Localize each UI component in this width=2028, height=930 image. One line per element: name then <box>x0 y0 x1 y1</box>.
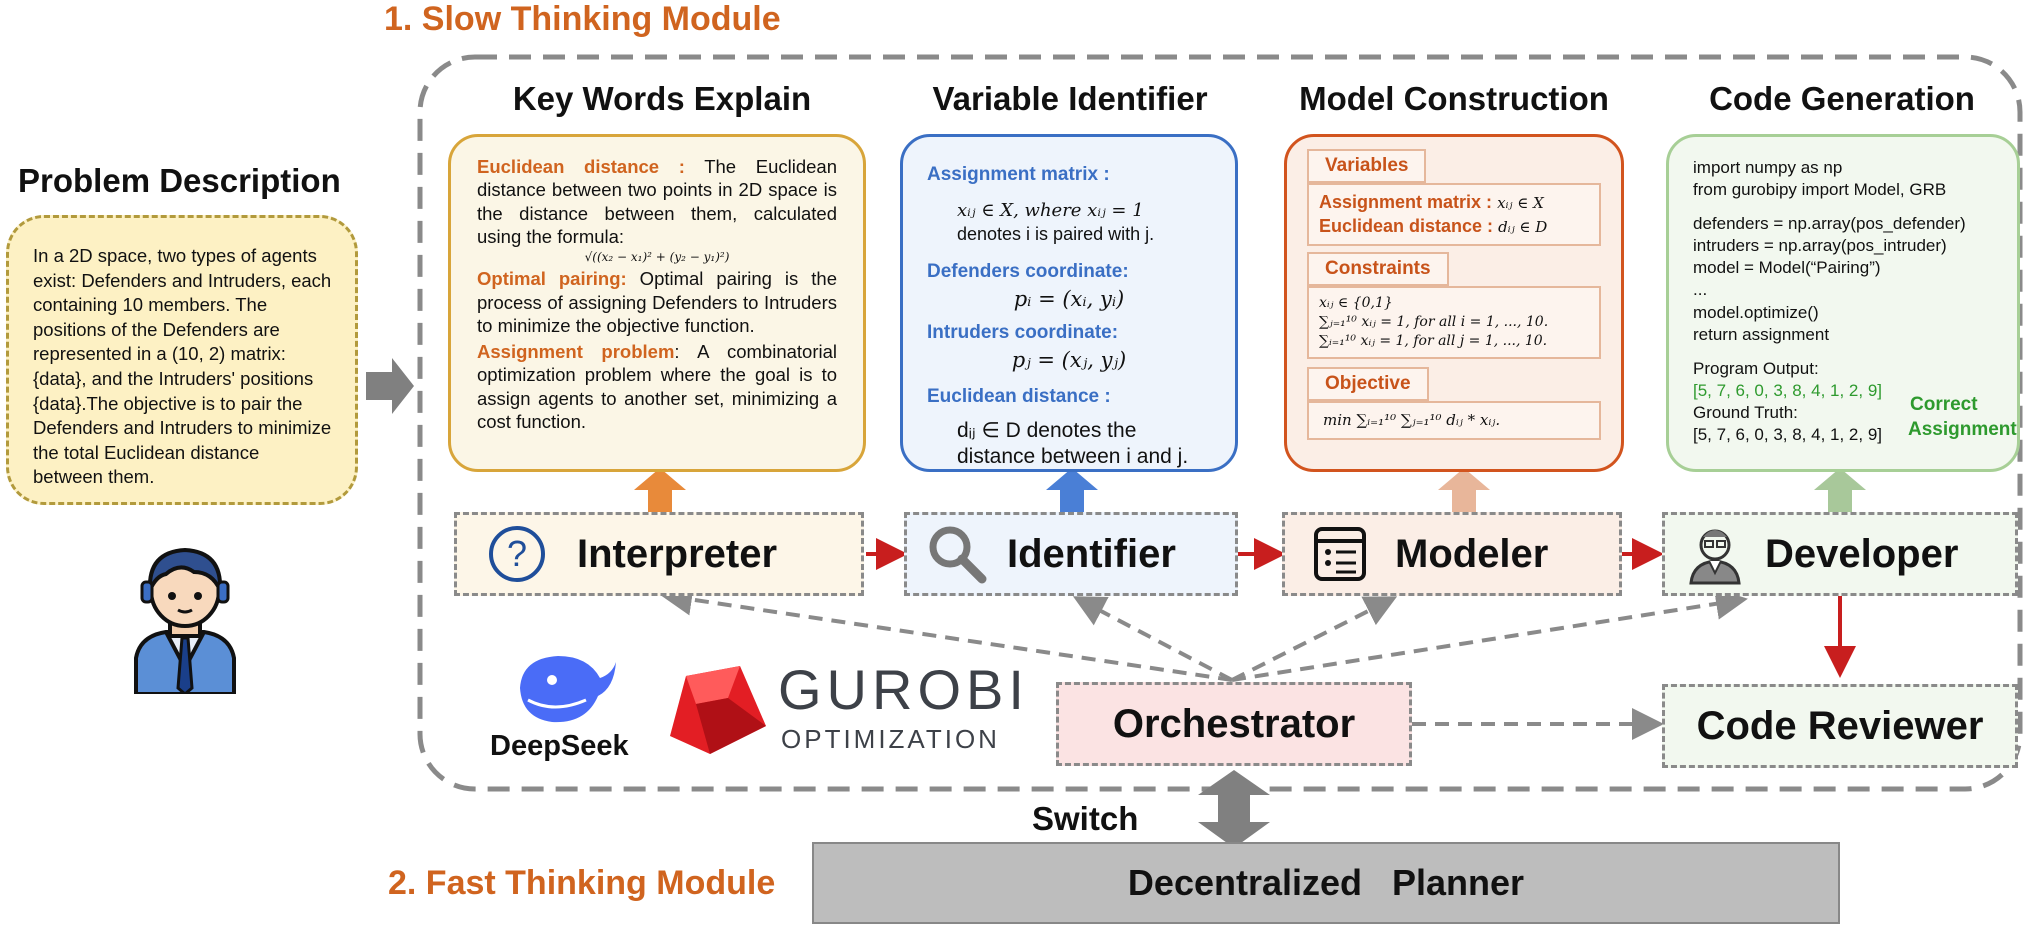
identifier-agent[interactable]: Identifier <box>904 512 1238 596</box>
gurobi-sub-label: OPTIMIZATION <box>781 724 1000 754</box>
correct-assignment-label: Correct Assignment <box>1908 394 2017 440</box>
var-def-key: Defenders coordinate: <box>927 260 1129 282</box>
modeler-agent[interactable]: Modeler <box>1282 512 1622 596</box>
orch-to-identifier-arrow <box>1072 596 1233 682</box>
problem-text: In a 2D space, two types of agents exist… <box>33 245 332 488</box>
ground-truth-value: [5, 7, 6, 0, 3, 8, 4, 1, 2, 9] <box>1693 425 1883 445</box>
identifier-up-arrow <box>1046 468 1098 512</box>
model-constraints-head: Constraints <box>1307 251 1449 287</box>
interpreter-agent[interactable]: ? Interpreter <box>454 512 864 596</box>
code-line-2: from gurobipy import Model, GRB <box>1693 180 1947 200</box>
col-title-model: Model Construction <box>1299 80 1609 117</box>
spreadsheet-icon <box>1285 525 1395 583</box>
keywords-panel: Euclidean distance : The Euclidean dista… <box>448 134 866 472</box>
code-reviewer-label: Code Reviewer <box>1696 703 1984 748</box>
kw-optimal-text: Optimal pairing is the process of assign… <box>477 268 837 337</box>
model-objective-head: Objective <box>1307 366 1429 401</box>
ground-truth-label: Ground Truth: <box>1693 402 1798 422</box>
code-line-4: intruders = np.array(pos_intruder) <box>1693 236 1947 256</box>
kw-assign-key: Assignment problem <box>477 340 675 362</box>
code-line-5: model = Model(“Pairing”) <box>1693 258 1881 278</box>
code-line-3: defenders = np.array(pos_defender) <box>1693 214 1966 234</box>
var-def-eq: pᵢ = (xᵢ, yᵢ) <box>1013 286 1125 311</box>
code-line-7: model.optimize() <box>1693 302 1819 322</box>
var-assign-key: Assignment matrix : <box>927 164 1110 185</box>
question-icon: ? <box>457 524 577 584</box>
col-title-variable: Variable Identifier <box>932 80 1208 117</box>
col-title-keywords: Key Words Explain <box>512 80 812 117</box>
variable-panel: Assignment matrix : xᵢⱼ ∈ X, where xᵢⱼ =… <box>900 134 1238 472</box>
var-euc-line1: dᵢⱼ ∈ D denotes the <box>957 418 1137 442</box>
identifier-label: Identifier <box>1007 531 1176 576</box>
kw-formula: √((x₂ − x₁)² + (y₂ − y₁)²) <box>584 249 730 264</box>
kw-assign-text: : A combinatorial optimization problem w… <box>477 340 837 433</box>
developer-label: Developer <box>1765 531 1959 576</box>
switch-double-arrow <box>1198 770 1270 848</box>
modeler-label: Modeler <box>1395 531 1549 576</box>
model-objective-box: min ∑ᵢ₌₁¹⁰ ∑ⱼ₌₁¹⁰ dᵢⱼ * xᵢⱼ. <box>1307 400 1601 440</box>
model-variables-box: Assignment matrix : xᵢⱼ ∈ X Euclidean di… <box>1307 183 1601 246</box>
modeler-up-arrow <box>1438 468 1490 512</box>
interpreter-label: Interpreter <box>577 531 778 576</box>
var-int-eq: pⱼ = (xⱼ, yⱼ) <box>1011 347 1127 372</box>
developer-agent[interactable]: Developer <box>1662 512 2018 596</box>
model-variables-head: Variables <box>1307 149 1427 184</box>
magnifier-icon <box>907 523 1007 585</box>
col-title-code: Code Generation <box>1709 80 1975 117</box>
problem-title: Problem Description <box>18 162 341 199</box>
slow-module-title: 1. Slow Thinking Module <box>384 0 781 38</box>
code-panel: import numpy as np from gurobipy import … <box>1666 134 2020 472</box>
code-line-8: return assignment <box>1693 324 1830 344</box>
problem-to-module-arrow <box>366 358 414 414</box>
planner-label: Decentralized Planner <box>1127 862 1525 903</box>
deepseek-label: DeepSeek <box>490 730 629 762</box>
developer-person-icon <box>1665 523 1765 585</box>
var-assign-line1: xᵢⱼ ∈ X, where xᵢⱼ = 1 <box>957 200 1144 222</box>
user-avatar-icon <box>134 547 236 694</box>
orch-to-developer-arrow <box>1231 587 1748 682</box>
program-output-label: Program Output: <box>1693 358 1819 378</box>
orch-to-modeler-arrow <box>1231 596 1398 682</box>
orchestrator-label: Orchestrator <box>1112 701 1356 746</box>
program-output-value: [5, 7, 6, 0, 3, 8, 4, 1, 2, 9] <box>1693 380 1883 400</box>
code-reviewer-agent[interactable]: Code Reviewer <box>1662 684 2018 768</box>
var-assign-line2: denotes i is paired with j. <box>957 223 1155 244</box>
gurobi-logo-icon <box>670 666 766 754</box>
switch-label: Switch <box>1032 800 1139 837</box>
decentralized-planner-box[interactable]: Decentralized Planner <box>812 842 1840 924</box>
svg-text:?: ? <box>507 533 527 574</box>
var-euc-line2: distance between i and j. <box>957 445 1189 469</box>
orch-to-interpreter-arrow <box>660 583 1233 682</box>
code-line-1: import numpy as np <box>1693 158 1843 177</box>
var-euc-key: Euclidean distance : <box>927 386 1111 408</box>
kw-optimal-key: Optimal pairing: <box>477 268 627 290</box>
gurobi-label: GUROBI <box>778 658 1029 721</box>
orchestrator-agent[interactable]: Orchestrator <box>1056 682 1412 766</box>
fast-module-title: 2. Fast Thinking Module <box>388 864 776 902</box>
deepseek-whale-icon <box>520 656 616 723</box>
problem-text-box: In a 2D space, two types of agents exist… <box>6 215 358 505</box>
model-panel: Variables Assignment matrix : xᵢⱼ ∈ X Eu… <box>1284 134 1624 472</box>
developer-up-arrow <box>1814 468 1866 512</box>
interpreter-up-arrow <box>634 468 686 512</box>
model-constraints-box: xᵢⱼ ∈ {0,1} ∑ⱼ₌₁¹⁰ xᵢⱼ = 1, for all i = … <box>1307 286 1601 359</box>
var-int-key: Intruders coordinate: <box>927 321 1119 343</box>
kw-euclid-key: Euclidean distance : <box>477 156 685 177</box>
code-line-6: ... <box>1693 280 1708 300</box>
kw-euclid-text: The Euclidean distance between two point… <box>477 156 837 248</box>
